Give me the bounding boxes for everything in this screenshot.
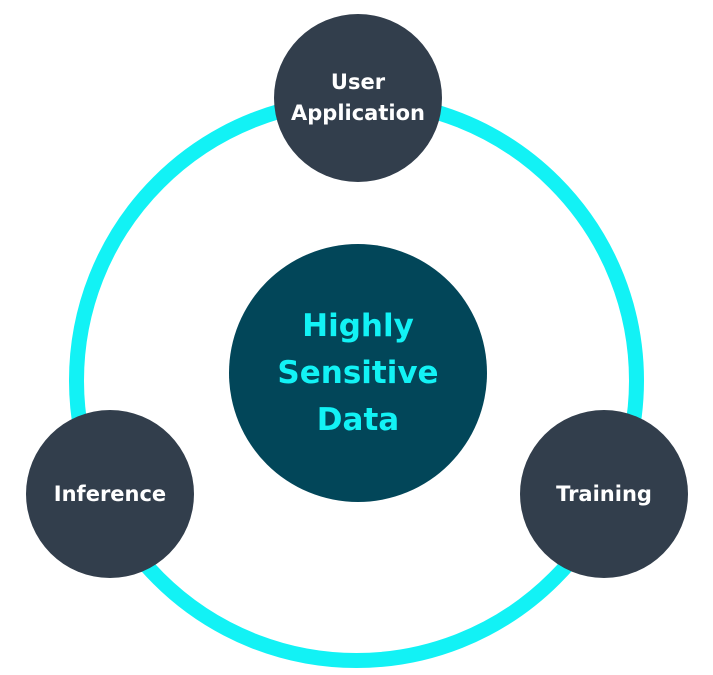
center-node-label-line: Sensitive bbox=[277, 354, 439, 391]
center-node-label: Highly Sensitive Data bbox=[277, 303, 438, 444]
center-node-label-line: Highly bbox=[302, 307, 414, 344]
node-user-application-label: User Application bbox=[291, 67, 425, 129]
center-node-highly-sensitive-data: Highly Sensitive Data bbox=[229, 244, 487, 502]
node-training: Training bbox=[520, 410, 688, 578]
node-label-line: User bbox=[330, 70, 386, 94]
node-training-label: Training bbox=[556, 481, 652, 506]
node-label-line: Application bbox=[291, 101, 425, 125]
node-inference-label: Inference bbox=[53, 481, 167, 506]
node-user-application: User Application bbox=[274, 14, 442, 182]
center-node-label-line: Data bbox=[316, 401, 400, 438]
node-inference: Inference bbox=[26, 410, 194, 578]
